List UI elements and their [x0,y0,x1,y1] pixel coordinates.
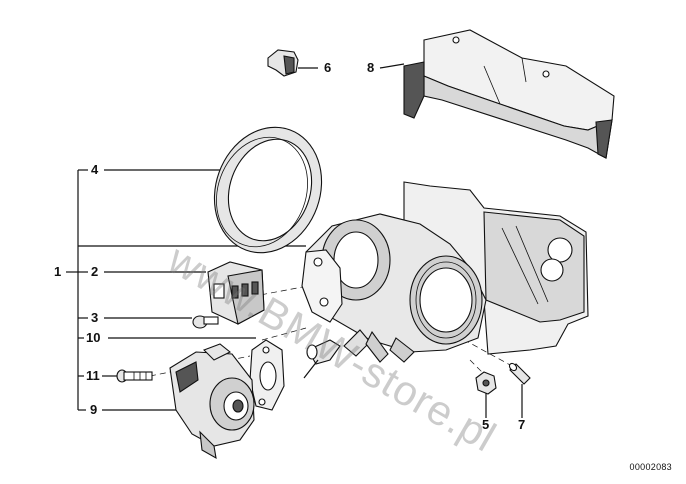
screw-part [192,315,219,329]
callout-7: 7 [518,417,526,432]
callout-6: 6 [324,60,332,75]
throttle-body-part [301,213,487,363]
callout-3: 3 [91,310,99,325]
nut-part [475,371,497,395]
callout-1: 1 [54,264,62,279]
diagram-code: 00002083 [629,462,672,472]
clip-part [267,49,299,77]
callout-2: 2 [91,264,99,279]
cover-part [403,29,615,159]
seal-ring-part [213,126,323,254]
pin-part [508,362,531,385]
callout-9: 9 [90,402,98,417]
callout-4: 4 [91,162,99,177]
gasket-part [249,339,285,411]
callout-10: 10 [86,330,101,345]
callout-5: 5 [482,417,490,432]
sensor-part [207,261,265,325]
long-screw-part [116,369,153,383]
actuator-part [169,343,255,460]
callout-11: 11 [86,368,100,383]
housing-part [403,181,589,355]
callout-8: 8 [367,60,375,75]
hose-part [303,339,341,379]
